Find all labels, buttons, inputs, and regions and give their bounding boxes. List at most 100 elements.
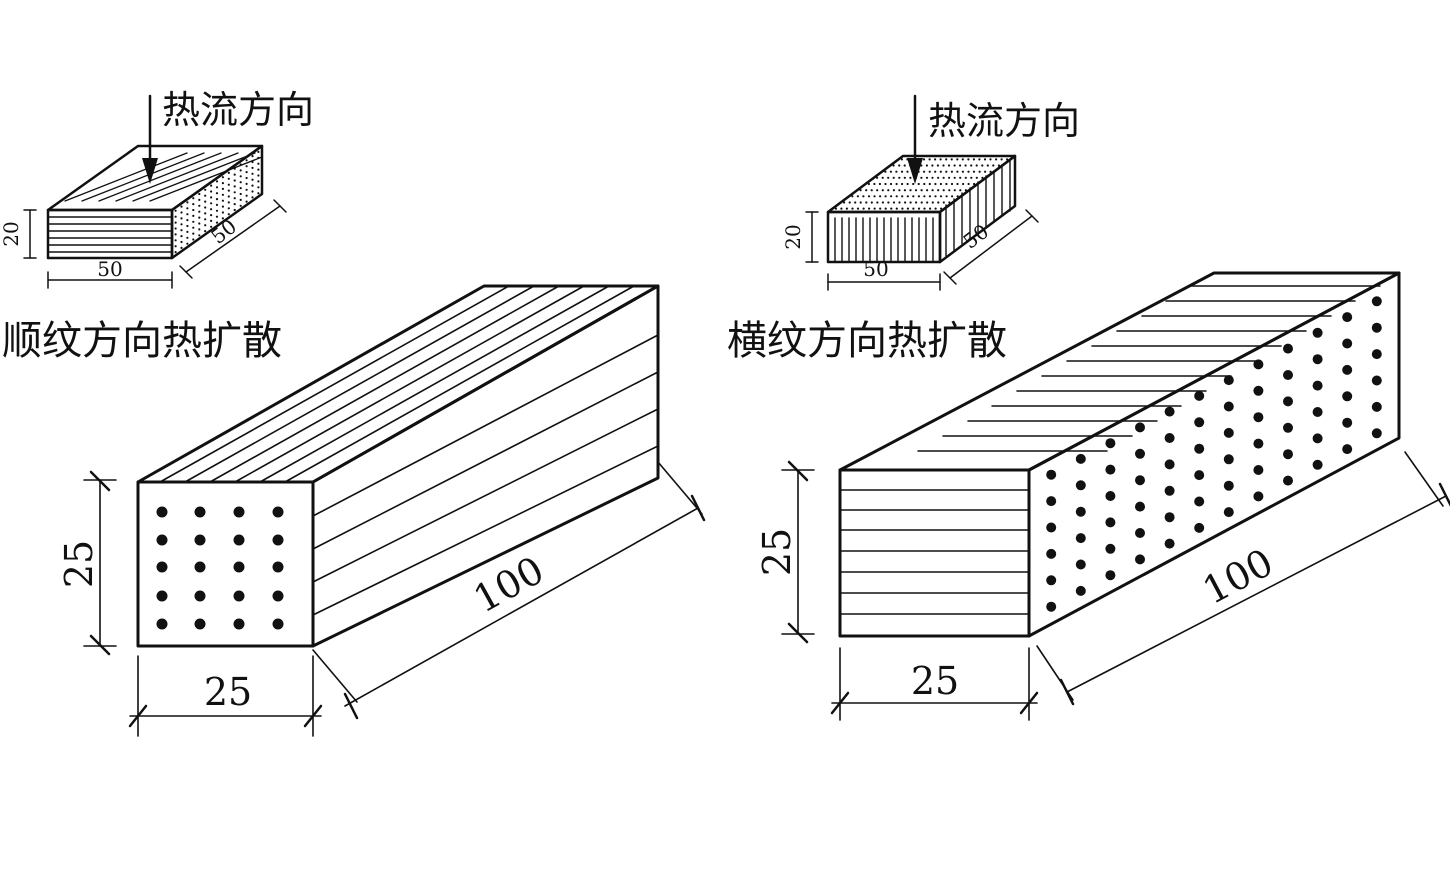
- grain-dot: [945, 158, 948, 161]
- grain-dot: [251, 160, 254, 164]
- grain-dot: [215, 215, 219, 218]
- grain-dot: [198, 204, 201, 207]
- right-sample-outline: [826, 154, 1017, 264]
- grain-dot: [923, 207, 926, 210]
- grain-dot: [859, 201, 862, 204]
- grain-dot: [967, 170, 970, 173]
- grain-dot: [210, 208, 213, 211]
- grain-dot: [1164, 433, 1175, 443]
- left-block-top-grain: [159, 285, 635, 483]
- grain-dot: [895, 170, 898, 173]
- grain-dot: [245, 194, 248, 197]
- grain-dot: [1223, 454, 1234, 465]
- grain-dot: [239, 175, 242, 178]
- grain-dot: [948, 176, 951, 179]
- grain-dot: [186, 224, 189, 228]
- right-block: [781, 271, 1450, 721]
- grain-dot: [923, 182, 926, 186]
- grain-dot: [975, 176, 978, 179]
- grain-dot: [198, 222, 201, 225]
- grain-dot: [939, 182, 943, 186]
- grain-dot: [962, 182, 965, 186]
- grain-dot: [925, 164, 929, 167]
- grain-dot: [1075, 533, 1086, 544]
- grain-dot: [942, 201, 945, 204]
- grain-dot: [233, 203, 236, 206]
- grain-dot: [194, 534, 206, 546]
- grain-dot: [959, 176, 962, 179]
- grain-dot: [192, 203, 195, 206]
- grain-dot: [204, 200, 207, 203]
- grain-dot: [912, 195, 915, 198]
- grain-dot: [917, 182, 920, 186]
- grain-dot: [1342, 364, 1353, 375]
- grain-dot: [959, 189, 962, 192]
- grain-dot: [950, 182, 954, 186]
- grain-dot: [210, 202, 213, 205]
- grain-dot: [210, 214, 213, 217]
- grain-dot: [981, 164, 984, 167]
- grain-dot: [221, 182, 224, 185]
- grain-dot: [906, 182, 909, 186]
- grain-dot: [210, 190, 213, 193]
- left-sample-side-dots: [174, 150, 260, 254]
- grain-dot: [887, 189, 890, 192]
- grain-dot: [233, 197, 236, 200]
- right-heat-flow-arrow: [907, 94, 923, 184]
- grain-dot: [233, 534, 245, 546]
- grain-dot: [901, 182, 904, 186]
- grain-dot: [1105, 438, 1116, 449]
- grain-dot: [1283, 370, 1293, 380]
- grain-dot: [227, 207, 230, 210]
- grain-dot: [180, 246, 183, 249]
- grain-dot: [1371, 401, 1382, 412]
- grain-dot: [245, 176, 248, 180]
- grain-dot: [854, 201, 857, 204]
- grain-dot: [192, 208, 195, 212]
- grain-dot: [1194, 417, 1205, 428]
- grain-dot: [215, 186, 219, 189]
- grain-dot: [1105, 517, 1116, 528]
- grain-dot: [272, 618, 284, 630]
- grain-dot: [192, 226, 195, 229]
- grain-dot: [1223, 427, 1234, 438]
- grain-dot: [939, 195, 943, 198]
- grain-dot: [227, 171, 230, 174]
- grain-dot: [215, 180, 219, 183]
- grain-dot: [198, 192, 201, 196]
- grain-dot: [221, 217, 224, 220]
- grain-dot: [239, 181, 242, 184]
- grain-dot: [953, 164, 956, 167]
- grain-dot: [845, 207, 849, 210]
- right-block-front-grain: [839, 489, 1030, 615]
- grain-dot: [1312, 433, 1323, 444]
- grain-dot: [865, 201, 868, 204]
- grain-dot: [215, 203, 219, 206]
- grain-dot: [192, 214, 195, 217]
- grain-dot: [1105, 464, 1116, 475]
- grain-dot: [192, 197, 195, 200]
- grain-dot: [215, 192, 219, 195]
- grain-dot: [903, 164, 906, 167]
- grain-dot: [186, 236, 189, 239]
- grain-dot: [950, 170, 954, 173]
- grain-dot: [233, 179, 236, 182]
- grain-dot: [227, 177, 230, 180]
- grain-dot: [192, 238, 195, 241]
- right-sample-side-grain: [945, 159, 1011, 257]
- grain-dot: [233, 173, 236, 176]
- grain-dot: [917, 195, 921, 198]
- left-title: 顺纹方向热扩散: [2, 318, 282, 364]
- left-heat-flow-label: 热流方向: [162, 88, 314, 132]
- grain-dot: [967, 182, 970, 186]
- grain-dot: [870, 189, 873, 192]
- grain-dot: [192, 232, 195, 235]
- grain-dot: [186, 207, 189, 210]
- grain-dot: [1283, 396, 1293, 407]
- grain-dot: [257, 192, 260, 195]
- grain-dot: [233, 561, 245, 573]
- grain-dot: [940, 207, 943, 210]
- grain-dot: [257, 150, 260, 153]
- grain-dot: [1135, 422, 1145, 433]
